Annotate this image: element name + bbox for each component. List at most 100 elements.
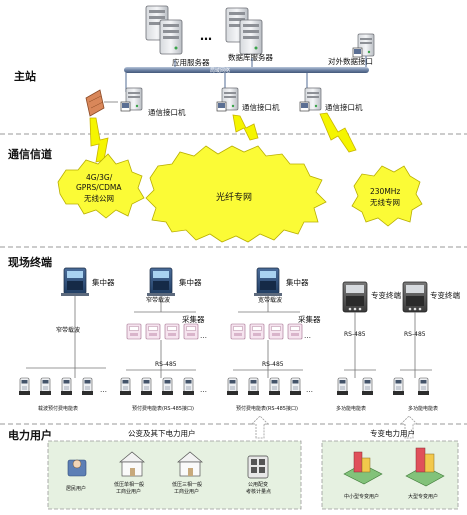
public-meter-point-icon: [247, 455, 269, 479]
wireless-public-network-cloud: [57, 153, 145, 219]
collector-icon-3c: [268, 323, 284, 340]
comm-interface-icon-middle: [216, 87, 239, 112]
meter-icon-g2-3: [161, 377, 174, 396]
meter-label-g1: 载波预付费电能表: [38, 405, 78, 412]
lightning-bolt-middle: [232, 114, 259, 141]
app-server-label: 应用服务器: [172, 57, 210, 67]
lan-bus-label: 局域网络: [210, 67, 230, 74]
meter-icon-g1-4: [81, 377, 94, 396]
rs485-label-a: RS-485: [155, 361, 177, 368]
fiber-network-label: 光纤专网: [216, 191, 252, 203]
broadband-label: 宽带载波: [258, 296, 282, 304]
db-server-icon-2: [239, 19, 263, 55]
special-users-title: 专变电力用户: [370, 428, 415, 438]
collector-icon-3a: [230, 323, 246, 340]
rs485-label-b: RS-485: [262, 361, 284, 368]
lan-bus: [124, 67, 369, 73]
collector-icon-2b: [145, 323, 161, 340]
app-server-group: [145, 5, 183, 55]
comm-interface-label-right: 通信接口机: [325, 102, 363, 112]
meter-icon-g3-1: [226, 377, 239, 396]
public-meter-label-2: 考核计量点: [246, 488, 271, 495]
collector-icon-2c: [164, 323, 180, 340]
lowv-single-house-icon: [119, 451, 145, 477]
special-users-up-arrow: [400, 415, 418, 439]
app-server-icon-2: [159, 19, 183, 55]
concentrator-icon-3: [253, 267, 283, 297]
meter-icon-g1-3: [60, 377, 73, 396]
external-interface-server-icon: [352, 33, 375, 58]
meter-icon-g5-1: [392, 377, 405, 396]
resident-label: 居民用户: [66, 485, 86, 492]
collector-icon-2d: [183, 323, 199, 340]
concentrator-label-3: 集中器: [286, 277, 309, 287]
comm-interface-label-middle: 通信接口机: [242, 102, 280, 112]
public-meter-label-1: 公用配变: [248, 481, 268, 488]
wireless-public-line3: 无线公网: [84, 193, 114, 203]
wireless-public-line1: 4G/3G/: [86, 173, 113, 182]
public-users-up-arrow: [251, 415, 269, 439]
db-server-group: [225, 7, 263, 55]
meter-icon-g3-3: [268, 377, 281, 396]
lightning-bolt-right: [319, 112, 357, 153]
collector-label-1: 采集器: [182, 314, 205, 324]
private-230-line1: 230MHz: [370, 187, 400, 196]
large-special-user-icon: [405, 447, 445, 487]
concentrator-label-1: 集中器: [92, 277, 115, 287]
meter-icon-g2-2: [140, 377, 153, 396]
wireless-public-line2: GPRS/CDMA: [76, 183, 122, 192]
meter-icon-g2-4: [182, 377, 195, 396]
meter-label-g5: 多功能电能表: [408, 405, 438, 412]
meter-icon-g3-4: [289, 377, 302, 396]
collector-label-2: 采集器: [298, 314, 321, 324]
special-terminal-icon-2: [402, 281, 428, 313]
large-user-label: 大型专变用户: [408, 493, 438, 500]
private-230mhz-cloud: [351, 165, 423, 227]
section-label-master: 主站: [14, 69, 36, 83]
collector-icon-2a: [126, 323, 142, 340]
public-users-title: 公变及其下电力用户: [128, 428, 196, 438]
special-terminal-label-1: 专变终端: [371, 290, 401, 300]
svg-text:…: …: [200, 332, 207, 340]
small-mid-user-label: 中小型专变用户: [344, 493, 379, 500]
db-server-label: 数据库服务器: [228, 52, 273, 62]
meter-label-g2: 预付费电能表(RS-485接口): [132, 405, 194, 412]
meter-icon-g2-1: [119, 377, 132, 396]
section-label-terminal: 现场终端: [8, 255, 52, 269]
concentrator-label-2: 集中器: [179, 277, 202, 287]
svg-text:…: …: [200, 386, 207, 394]
meter-icon-g5-2: [417, 377, 430, 396]
svg-text:…: …: [100, 386, 107, 394]
rs485-label-c: RS-485: [344, 331, 366, 338]
meter-icon-g4-2: [361, 377, 374, 396]
meter-icon-g4-1: [336, 377, 349, 396]
private-230-line2: 无线专网: [370, 197, 400, 207]
comm-interface-icon-right: [299, 87, 322, 112]
firewall-icon: [85, 89, 105, 117]
server-ellipsis: …: [200, 29, 212, 43]
concentrator-icon-1: [60, 267, 90, 297]
svg-text:…: …: [304, 332, 311, 340]
lowv-three-label-2: 工商业用户: [174, 488, 199, 495]
rs485-label-d: RS-485: [404, 331, 426, 338]
lowv-three-label-1: 低压三相一般: [172, 481, 202, 488]
meter-label-g4: 多功能电能表: [336, 405, 366, 412]
lowv-single-label-1: 低压单相一般: [114, 481, 144, 488]
comm-interface-icon-left: [120, 87, 143, 112]
lightning-bolt-left: [89, 117, 109, 163]
meter-label-g3: 预付费电能表(RS-485接口): [236, 405, 298, 412]
concentrator-icon-2: [146, 267, 176, 297]
svg-text:…: …: [306, 386, 313, 394]
section-label-users: 电力用户: [8, 428, 52, 442]
narrowband-label-1: 窄带载波: [56, 326, 80, 334]
lowv-single-label-2: 工商业用户: [116, 488, 141, 495]
meter-icon-g3-2: [247, 377, 260, 396]
fiber-network-cloud: [145, 145, 327, 243]
external-interface-label: 对外数据接口: [328, 56, 373, 66]
special-terminal-label-2: 专变终端: [430, 290, 460, 300]
resident-user-icon: [67, 459, 87, 477]
lowv-three-house-icon: [177, 451, 203, 477]
meter-icon-g1-1: [18, 377, 31, 396]
